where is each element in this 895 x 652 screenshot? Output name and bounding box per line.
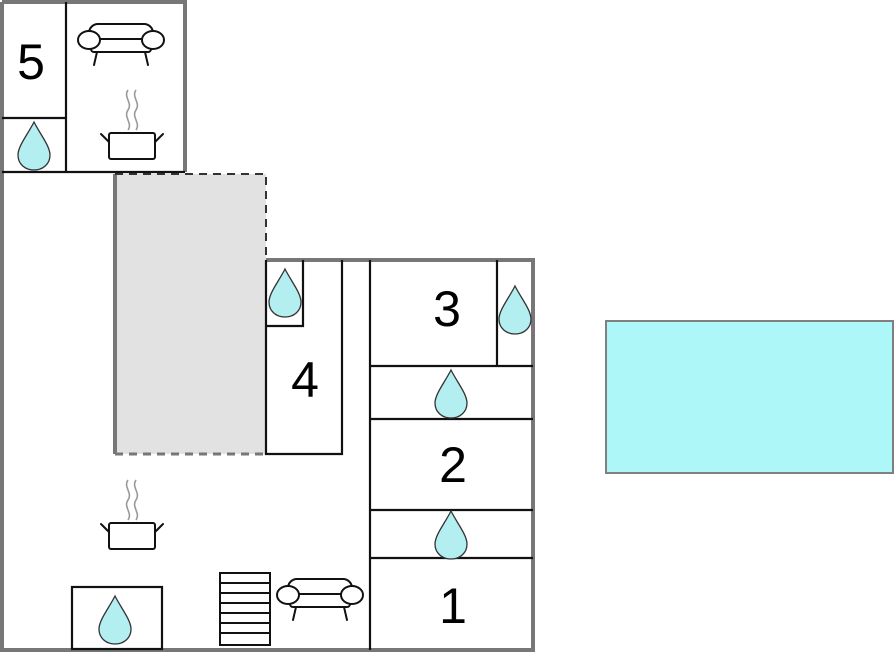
room-5-walls [2, 2, 185, 174]
room-stack-walls [368, 260, 533, 650]
cooking-pot-icon [100, 479, 164, 550]
water-drop-icon [17, 121, 51, 171]
water-drop-icon [434, 510, 468, 560]
water-drop-icon [434, 369, 468, 419]
room-label-1: 1 [439, 578, 467, 634]
stairs-icon [219, 572, 271, 646]
room-label-2: 2 [439, 437, 467, 493]
cooking-pot-icon [100, 89, 164, 160]
water-drop-icon [98, 595, 132, 645]
room-label-3: 3 [433, 281, 461, 337]
sofa-icon [77, 23, 165, 66]
water-drop-icon [268, 268, 302, 318]
room-4-walls [264, 260, 344, 456]
water-drop-icon [498, 285, 532, 335]
terrace [115, 174, 266, 454]
sofa-icon [276, 578, 364, 621]
bathroom-box [70, 585, 164, 651]
room-label-4: 4 [291, 352, 319, 408]
pool [605, 320, 894, 474]
outer-wall [0, 0, 535, 652]
room-label-5: 5 [17, 34, 45, 90]
